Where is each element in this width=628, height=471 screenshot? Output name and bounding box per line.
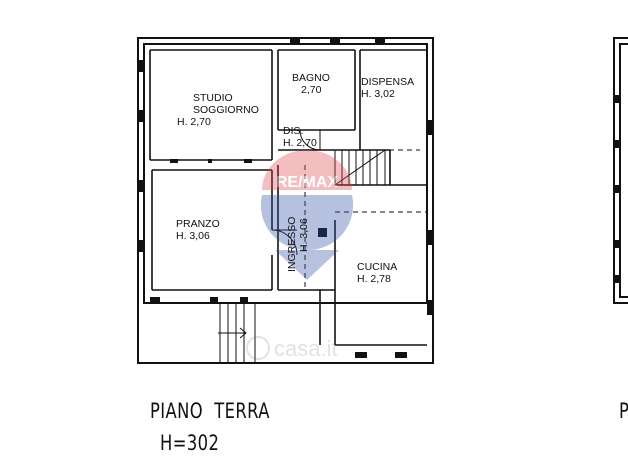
staircase bbox=[334, 149, 386, 186]
floor-name-caption: PIANO TERRA bbox=[150, 399, 270, 423]
room-ingresso-height: H. 3,06 bbox=[298, 218, 310, 252]
portal-watermark: casa.it bbox=[246, 336, 338, 361]
outer-walls bbox=[137, 37, 434, 364]
room-cucina-height: H. 2,78 bbox=[357, 273, 391, 285]
dashed-lines bbox=[304, 149, 427, 290]
room-ingresso-name: INGRESSO bbox=[286, 216, 298, 272]
room-pranzo-height: H. 3,06 bbox=[176, 230, 210, 242]
room-studio-height: H. 2,70 bbox=[177, 116, 211, 128]
next-floor-caption: P bbox=[619, 399, 628, 423]
doors bbox=[271, 129, 321, 256]
room-dis-height: H. 2,70 bbox=[283, 137, 317, 149]
room-bagno-name: BAGNO bbox=[292, 72, 330, 84]
remax-logo-watermark: RE/MAX bbox=[260, 150, 354, 280]
next-floor-plan-partial bbox=[613, 37, 628, 304]
windows bbox=[138, 38, 433, 358]
room-dispensa-height: H. 3,02 bbox=[361, 88, 395, 100]
brand-logo-text: RE/MAX bbox=[276, 174, 339, 191]
meter-symbol bbox=[318, 228, 327, 237]
portal-logo-text: casa.it bbox=[274, 336, 338, 361]
room-cucina-name: CUCINA bbox=[357, 261, 398, 273]
room-pranzo-name: PRANZO bbox=[176, 218, 220, 230]
room-studio-name: STUDIO SOGGIORNO bbox=[193, 92, 259, 116]
room-dis-name: DIS. bbox=[283, 125, 304, 137]
entrance-steps bbox=[218, 302, 256, 364]
room-dispensa-name: DISPENSA bbox=[361, 76, 415, 88]
room-bagno-height: 2,70 bbox=[301, 84, 322, 96]
floor-height-caption: H=302 bbox=[160, 431, 220, 455]
